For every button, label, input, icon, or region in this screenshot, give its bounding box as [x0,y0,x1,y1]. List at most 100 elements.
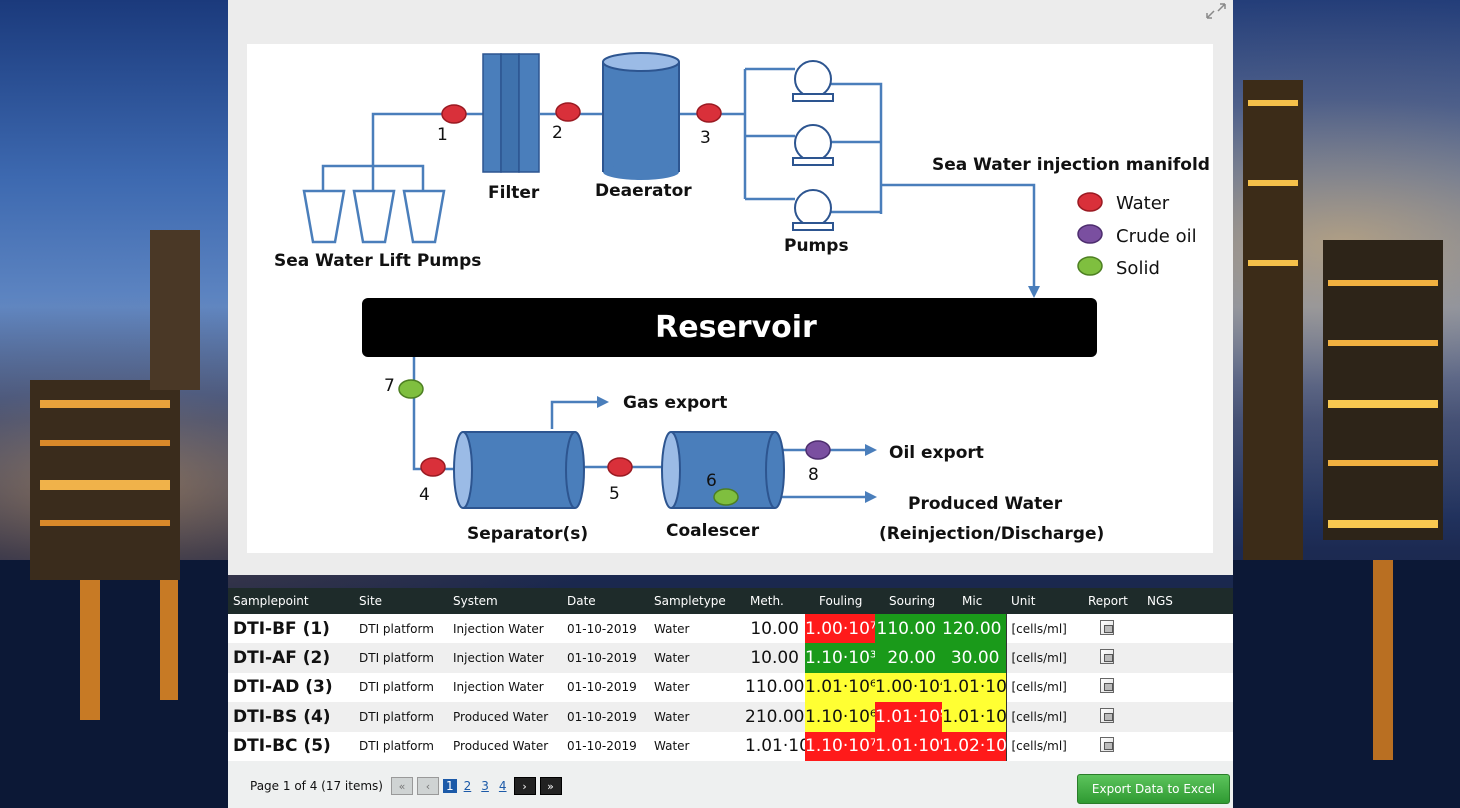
produced-water-label: Produced Water [908,494,1063,514]
cell-report [1083,643,1142,672]
table-row[interactable]: DTI-BS (4) DTI platform Produced Water 0… [228,702,1233,732]
table-row[interactable]: DTI-AD (3) DTI platform Injection Water … [228,672,1233,703]
report-icon[interactable] [1100,649,1114,665]
cell-unit: [cells/ml] [1005,614,1083,644]
cell-souring: 20.00 [875,643,942,673]
report-icon[interactable] [1100,707,1114,723]
report-icon[interactable] [1100,678,1114,694]
report-icon[interactable] [1100,737,1114,753]
point-6-label: 6 [706,471,717,491]
cell-ngs [1142,732,1233,761]
page-1-link[interactable]: 1 [442,779,457,793]
cell-report [1083,732,1142,761]
cell-report [1083,614,1142,643]
deaerator-vessel [602,52,680,180]
col-souring[interactable]: Souring [889,594,936,608]
cell-meth: 10.00 [750,618,799,639]
cell-site: DTI platform [359,709,434,724]
oil-export-label: Oil export [889,443,984,463]
sea-water-lift-pumps [302,189,446,244]
separator-label: Separator(s) [467,524,588,544]
cell-unit: [cells/ml] [1005,702,1083,732]
cell-mic: 1.01·10⁵ [942,702,1006,732]
col-sampletype[interactable]: Sampletype [654,594,726,608]
background-platform-left [0,230,228,808]
reservoir-label: Reservoir [655,310,817,345]
point-5-label: 5 [609,484,620,504]
background-platform-right [1233,80,1460,808]
col-fouling[interactable]: Fouling [819,594,863,608]
col-mic[interactable]: Mic [962,594,983,608]
table-row[interactable]: DTI-BF (1) DTI platform Injection Water … [228,614,1233,644]
cell-sampletype: Water [654,709,690,724]
page-2-link[interactable]: 2 [463,779,472,793]
cell-date: 01-10-2019 [567,621,637,636]
cell-fouling: 1.10·10⁷ [805,731,875,761]
filter-label: Filter [488,183,540,203]
legend: Water Crude oil Solid [1077,192,1197,279]
reservoir-block [362,298,1097,357]
table-row[interactable]: DTI-AF (2) DTI platform Injection Water … [228,643,1233,673]
cell-system: Produced Water [453,709,549,724]
col-site[interactable]: Site [359,594,383,608]
pumps-group [792,60,834,231]
filter-vessel [482,53,540,173]
point-1-label: 1 [437,125,448,145]
deaerator-label: Deaerator [595,181,692,201]
cell-ngs [1142,643,1233,672]
col-ngs[interactable]: NGS [1147,594,1173,608]
cell-sampletype: Water [654,680,690,695]
cell-date: 01-10-2019 [567,651,637,666]
cell-meth: 10.00 [750,648,799,669]
cell-fouling: 1.10·10³ [805,643,875,673]
page-4-link[interactable]: 4 [498,779,507,793]
cell-report [1083,673,1142,702]
manifold-label: Sea Water injection manifold [932,155,1210,175]
point-4-label: 4 [419,485,430,505]
pager-info: Page 1 of 4 (17 items) [250,779,383,793]
table-row[interactable]: DTI-BC (5) DTI platform Produced Water 0… [228,731,1233,761]
col-samplepoint[interactable]: Samplepoint [233,594,309,608]
pager: Page 1 of 4 (17 items) « ‹ 1 2 3 4 › » [250,776,562,796]
coalescer-vessel [661,431,785,509]
cell-fouling: 1.00·10⁷ [805,614,875,644]
cell-souring: 110.00 [875,614,942,644]
col-report[interactable]: Report [1088,594,1128,608]
cell-unit: [cells/ml] [1005,731,1083,761]
prev-page-button[interactable]: ‹ [416,777,439,795]
expand-icon[interactable] [1203,0,1229,22]
legend-water: Water [1116,193,1170,214]
report-icon[interactable] [1100,619,1114,635]
export-excel-button[interactable]: Export Data to Excel [1077,774,1230,804]
cell-samplepoint: DTI-AD (3) [233,677,333,698]
page-3-link[interactable]: 3 [481,779,489,793]
cell-sampletype: Water [654,651,690,666]
next-page-button[interactable]: › [513,777,536,795]
cell-souring: 1.00·10⁴ [875,672,942,703]
samples-table-area: Samplepoint Site System Date Sampletype … [228,588,1233,808]
first-page-button[interactable]: « [390,777,413,795]
cell-ngs [1142,673,1233,702]
point-8-label: 8 [808,465,819,485]
col-system[interactable]: System [453,594,498,608]
coalescer-label: Coalescer [666,521,760,541]
col-meth[interactable]: Meth. [750,594,784,608]
last-page-button[interactable]: » [539,777,562,795]
gas-export-label: Gas export [623,393,727,413]
sample-points [398,102,831,506]
cell-fouling: 1.10·10⁶ [805,702,875,732]
samples-table: Samplepoint Site System Date Sampletype … [228,588,1233,761]
pumps-label: Pumps [784,236,849,256]
cell-system: Injection Water [453,680,544,695]
cell-meth: 1.01·10⁴ [745,736,805,757]
cell-ngs [1142,702,1233,731]
col-date[interactable]: Date [567,594,596,608]
process-flow-diagram: Sea Water Lift Pumps Filter Deaerator [247,44,1213,553]
cell-fouling: 1.01·10⁶ [805,672,875,703]
cell-date: 01-10-2019 [567,709,637,724]
col-unit[interactable]: Unit [1011,594,1036,608]
cell-site: DTI platform [359,621,434,636]
cell-site: DTI platform [359,739,434,754]
cell-sampletype: Water [654,739,690,754]
cell-souring: 1.01·10⁶ [875,731,942,761]
